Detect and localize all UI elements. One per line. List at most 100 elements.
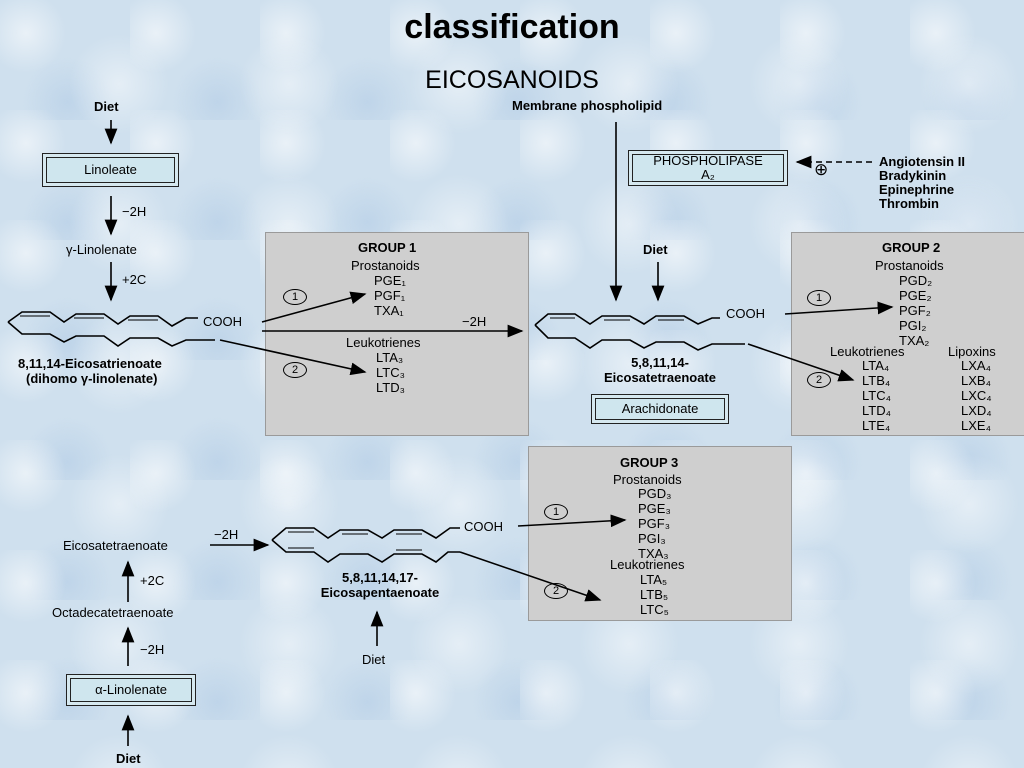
group-2-lipoxin: LXB₄: [961, 373, 991, 388]
group-3-prostanoid: PGF₃: [638, 516, 671, 531]
activation-plus-icon: ⊕: [814, 160, 829, 179]
arrow-to-group1-prostanoids: [261, 291, 367, 323]
group-1-box: [265, 232, 529, 436]
activator-item: Bradykinin: [879, 168, 947, 183]
group-3-prostanoid: PGE₃: [638, 501, 671, 516]
linoleate-label: Linoleate: [46, 157, 175, 183]
group-3-prostanoids-label: Prostanoids: [613, 472, 682, 487]
page-subtitle: EICOSANOIDS: [425, 66, 599, 94]
group-2-prostanoids: PGD₂ PGE₂ PGF₂ PGI₂ TXA₂: [899, 273, 932, 348]
minus-2h-label-center: −2H: [462, 314, 487, 329]
group-2-prostanoid: PGF₂: [899, 303, 931, 318]
arachidonate-label: Arachidonate: [595, 398, 725, 420]
group-2-lipoxin: LXC₄: [961, 388, 992, 403]
cooh-label-center: COOH: [726, 306, 765, 321]
phospholipase-name: PHOSPHOLIPASE: [653, 153, 763, 168]
minus-2h-label-bottom: −2H: [140, 642, 165, 657]
eicosapentaenoate-name: Eicosapentaenoate: [320, 585, 440, 600]
phospholipase-label: PHOSPHOLIPASE A₂: [632, 154, 784, 182]
group-1-title: GROUP 1: [358, 240, 417, 255]
group-2-leukotriene: LTB₄: [862, 373, 891, 388]
eicosatetraenoate-name: Eicosatetraenoate: [604, 370, 716, 385]
eicosatrienoate-chain-top: [7, 311, 198, 327]
minus-2h-label-bottom-arrow: −2H: [214, 527, 239, 542]
group-3-leukotrienes-label: Leukotrienes: [610, 557, 685, 572]
group-3-leukotrienes: LTA₅ LTB₅ LTC₅: [640, 572, 669, 617]
group-2-prostanoid: PGD₂: [899, 273, 933, 288]
alpha-linolenate-box: α-Linolenate: [66, 674, 196, 706]
diet-label-top: Diet: [94, 99, 119, 114]
group-2-lipoxin: LXE₄: [961, 418, 991, 433]
arrow-to-group3-leukotrienes: [459, 551, 602, 602]
group-3-prostanoids: PGD₃ PGE₃ PGF₃ PGI₃ TXA₃: [638, 486, 671, 561]
group-2-leukotrienes: LTA₄ LTB₄ LTC₄ LTD₄ LTE₄: [862, 358, 891, 433]
eicosatrienoate-name: 8,11,14-Eicosatrienoate: [18, 356, 162, 371]
group-2-leukotriene: LTC₄: [862, 388, 891, 403]
diet-label-bottom-center: Diet: [362, 652, 386, 667]
group-2-lipoxins: LXA₄ LXB₄ LXC₄ LXD₄ LXE₄: [961, 358, 992, 433]
eicosatetraenoate-number: 5,8,11,14-: [631, 355, 689, 370]
marker-2-group3: 2: [544, 583, 568, 599]
group-3-title: GROUP 3: [620, 455, 679, 470]
group-1-leukotriene: LTD₃: [376, 380, 405, 395]
group-1-leukotrienes-label: Leukotrienes: [346, 335, 421, 350]
group-2-lipoxin: LXA₄: [961, 358, 991, 373]
group-3-prostanoid: PGI₃: [638, 531, 666, 546]
group-1-prostanoids-label: Prostanoids: [351, 258, 420, 273]
marker-1-group3: 1: [544, 504, 568, 520]
phospholipase-subtype: A₂: [701, 167, 715, 182]
octadecatetraenoate-label: Octadecatetraenoate: [52, 605, 174, 620]
group-3-prostanoid: TXA₃: [638, 546, 669, 561]
minus-2h-label-left: −2H: [122, 204, 147, 219]
eicosapentaenoate-chain-bottom: [271, 539, 460, 563]
arrow-to-group2-leukotrienes: [747, 343, 855, 382]
activator-item: Angiotensin II: [879, 154, 965, 169]
group-2-prostanoid: PGI₂: [899, 318, 927, 333]
group-1-prostanoids: PGE₁ PGF₁ TXA₁: [374, 273, 406, 318]
group-2-prostanoid: TXA₂: [899, 333, 930, 348]
group-2-prostanoid: PGE₂: [899, 288, 932, 303]
arrow-to-group1-leukotrienes: [219, 339, 367, 376]
marker-2-group1: 2: [283, 362, 307, 378]
group-1-prostanoid: PGF₁: [374, 288, 406, 303]
alpha-linolenate-label: α-Linolenate: [70, 678, 192, 702]
page-title: classification: [404, 8, 620, 46]
eicosatrienoate-chain-bottom: [7, 321, 215, 347]
eicosatrienoate-common-name: (dihomo γ-linolenate): [26, 371, 158, 386]
diet-label-bottom: Diet: [116, 751, 141, 766]
group-2-leukotriene: LTE₄: [862, 418, 891, 433]
activator-list: Angiotensin II Bradykinin Epinephrine Th…: [879, 155, 965, 211]
marker-1-group2: 1: [807, 290, 831, 306]
eicosapentaenoate-number: 5,8,11,14,17-: [342, 570, 418, 585]
eicosatetraenoate-label-bottom: Eicosatetraenoate: [63, 538, 168, 553]
arachidonate-chain-bottom: [534, 324, 745, 351]
plus-2c-label-left: +2C: [122, 272, 147, 287]
group-2-title: GROUP 2: [882, 240, 941, 255]
group-2-leukotriene: LTD₄: [862, 403, 891, 418]
eicosapentaenoate-chain-top: [271, 527, 460, 541]
group-2-lipoxins-label: Lipoxins: [948, 344, 996, 359]
diet-label-center: Diet: [643, 242, 668, 257]
linoleate-box: Linoleate: [42, 153, 179, 187]
activator-item: Epinephrine: [879, 182, 955, 197]
group-1-leukotriene: LTA₃: [376, 350, 404, 365]
arachidonate-box: Arachidonate: [591, 394, 729, 424]
group-3-box: [528, 446, 792, 621]
group-3-leukotriene: LTA₅: [640, 572, 668, 587]
group-3-prostanoid: PGD₃: [638, 486, 672, 501]
arachidonate-chain-top: [534, 313, 720, 326]
cooh-label-bottom: COOH: [464, 519, 503, 534]
cooh-label-left: COOH: [203, 314, 242, 329]
group-2-leukotrienes-label: Leukotrienes: [830, 344, 905, 359]
group-1-leukotrienes: LTA₃ LTC₃ LTD₃: [376, 350, 405, 395]
activator-item: Thrombin: [879, 196, 939, 211]
marker-1-group1: 1: [283, 289, 307, 305]
plus-2c-label-bottom: +2C: [140, 573, 165, 588]
gamma-linolenate-label: γ-Linolenate: [66, 242, 137, 257]
group-3-leukotriene: LTB₅: [640, 587, 669, 602]
membrane-phospholipid-label: Membrane phospholipid: [512, 98, 663, 113]
group-2-box: [791, 232, 1024, 436]
marker-2-group2: 2: [807, 372, 831, 388]
group-3-leukotriene: LTC₅: [640, 602, 669, 617]
